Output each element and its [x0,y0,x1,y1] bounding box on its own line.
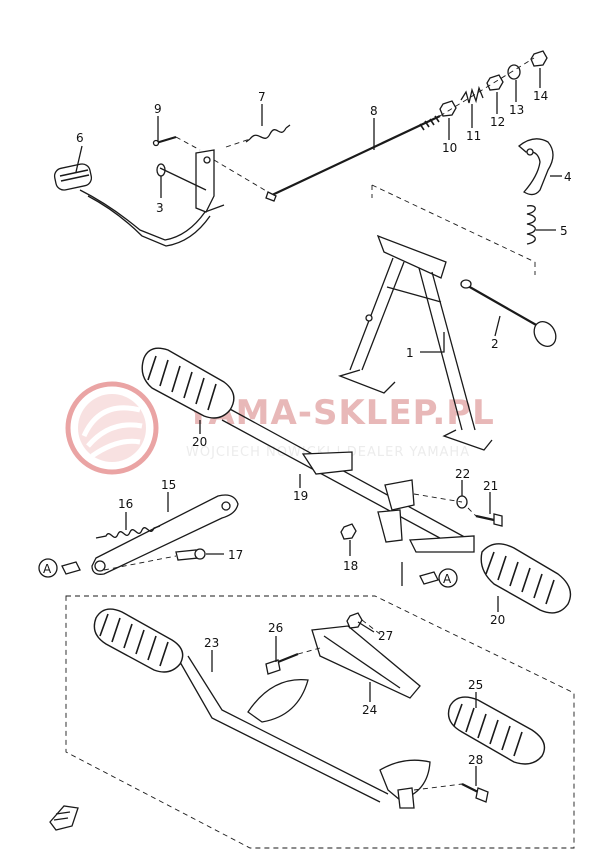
part-2-stand-bolt [460,279,557,347]
callout-11: 11 [466,129,481,143]
svg-text:A: A [443,572,452,586]
callout-27: 27 [378,629,393,643]
part-20-footpeg-right [480,543,572,614]
callout-19: 19 [293,489,308,503]
callout-7: 7 [258,90,266,104]
callout-17: 17 [228,548,243,562]
part-6-brake-pedal [53,163,225,247]
callout-24: 24 [362,703,377,717]
svg-text:A: A [43,562,52,576]
callout-10: 10 [442,141,457,155]
callout-2: 2 [491,337,499,351]
part-27-nut [346,612,363,629]
callout-3: 3 [156,201,164,215]
front-direction-icon [49,805,79,831]
leader-dashes-lower [297,619,463,791]
part-14-nut [530,50,548,67]
leader-dashes-rod [175,136,269,193]
callout-8: 8 [370,104,378,118]
part-23-footrest-bar [179,655,431,809]
part-20-footpeg-left [141,347,235,419]
ref-mark-a-left: A [38,558,81,578]
callout-18: 18 [343,559,358,573]
part-19-footrest-bar [221,407,475,553]
callout-15: 15 [161,478,176,492]
part-28-bolt [461,783,489,803]
callout-14: 14 [533,89,548,103]
callout-20-left: 20 [192,435,207,449]
callout-20-right: 20 [490,613,505,627]
callout-16: 16 [118,497,133,511]
part-17-pin [175,548,206,561]
part-26-bolt [265,652,299,675]
part-5-spring [526,205,536,245]
callout-23: 23 [204,636,219,650]
group-box-stand [371,184,536,275]
part-7-spring [245,124,291,143]
part-18-nut [340,523,357,540]
leader-dashes-bolt [413,493,477,517]
leader-lines [75,68,562,786]
part-16-spring [95,525,161,539]
callout-5: 5 [560,224,568,238]
watermark-logo-icon [65,381,159,475]
part-9-pin [152,135,177,147]
part-25-footpeg [447,696,546,765]
part-24-bracket [311,625,421,699]
part-23-grip [93,608,184,673]
part-21-bolt [475,513,503,527]
group-box-footrest [65,595,575,849]
callout-6: 6 [76,131,84,145]
part-15-link-arm [91,494,239,575]
callout-4: 4 [564,170,572,184]
pedal-bracket [159,149,215,213]
callout-9: 9 [154,102,162,116]
callout-labels: 9 7 8 10 11 12 13 14 6 3 4 5 1 2 20 19 1… [76,89,572,767]
callout-12: 12 [490,115,505,129]
part-10-nut [439,100,457,117]
callout-28: 28 [468,753,483,767]
part-4-spring-hook [517,138,554,196]
callout-13: 13 [509,103,524,117]
leader-dashes-link [103,555,177,571]
watermark: YAMA-SKLEP.PL WOJCIECH NOWICKI | DEALER … [65,381,494,475]
callout-21: 21 [483,479,498,493]
callout-1: 1 [406,346,414,360]
callout-22: 22 [455,467,470,481]
callout-26: 26 [268,621,283,635]
ref-mark-a-right: A [401,562,458,588]
part-1-main-stand [337,234,493,451]
part-11-spring [460,85,484,104]
callout-25: 25 [468,678,483,692]
leader-dashes-adjuster [439,57,535,117]
part-13-collar [507,64,521,80]
part-8-brake-rod [265,115,441,202]
